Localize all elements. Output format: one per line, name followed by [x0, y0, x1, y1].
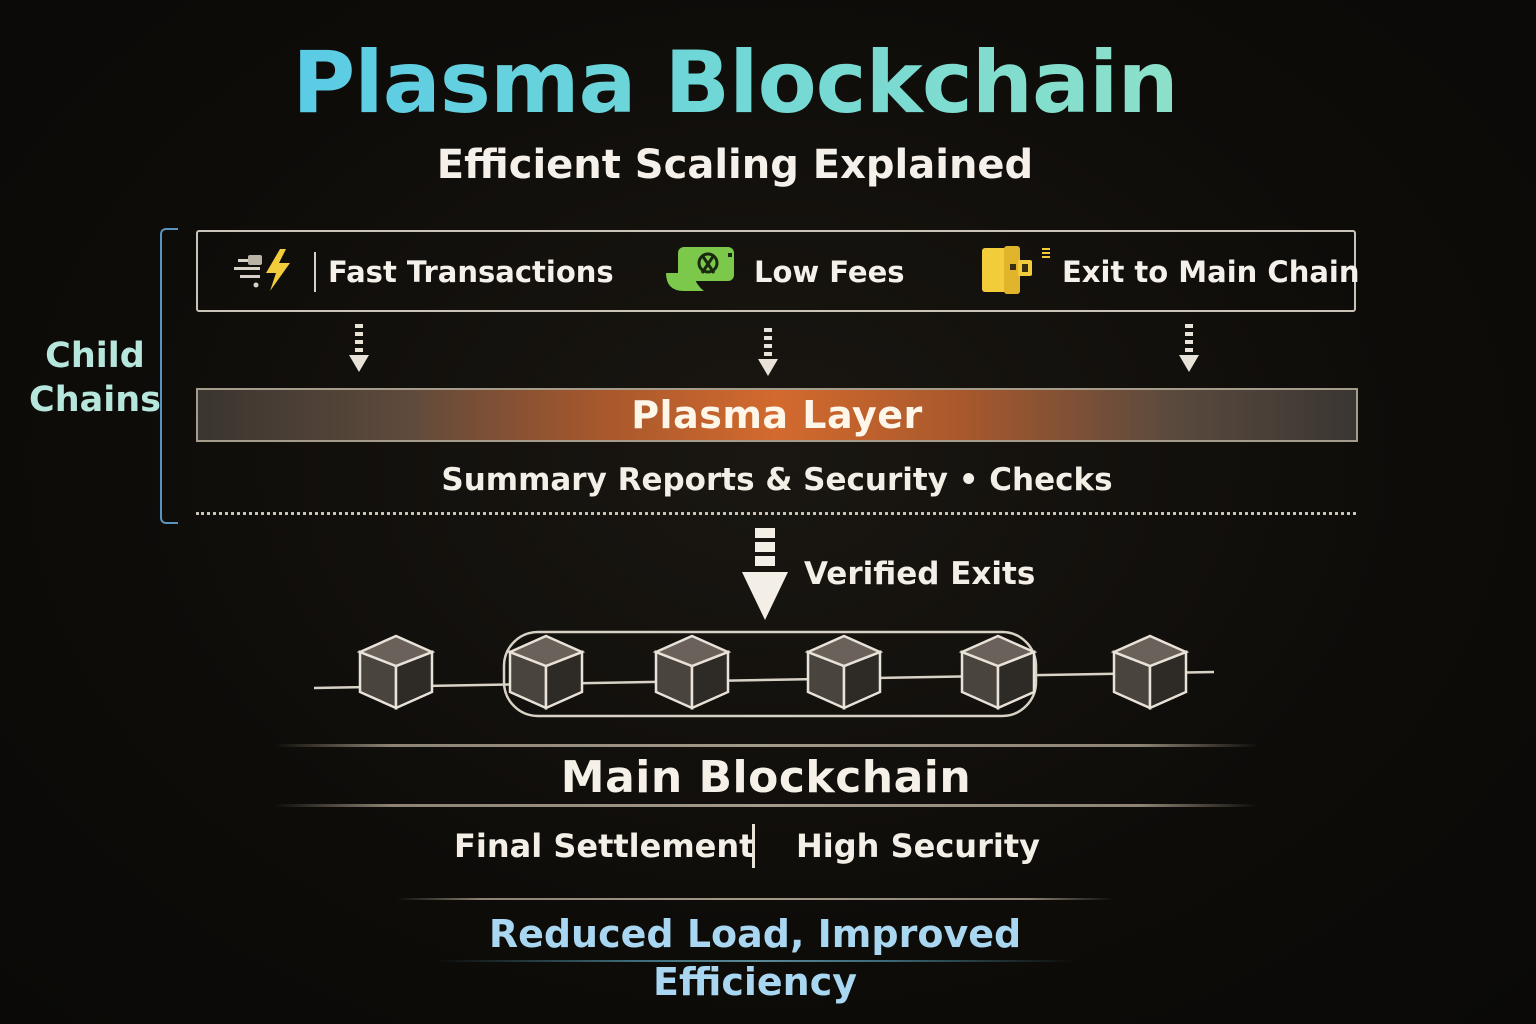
down-arrow-fees: [758, 328, 778, 376]
main-title-bottom-rule: [274, 804, 1258, 807]
feature-separator: [314, 252, 316, 292]
verified-exits-arrow: [742, 528, 788, 620]
plasma-layer-bar: Plasma Layer: [196, 388, 1358, 442]
high-security-label: High Security: [796, 827, 1040, 865]
block-cube: [804, 634, 884, 710]
final-settlement-label: Final Settlement: [454, 827, 755, 865]
fee-wallet-icon: [664, 243, 740, 301]
tagline-bottom-rule: [436, 960, 1076, 962]
chain-loop-outline: [502, 630, 1038, 718]
feature-fast-transactions: Fast Transactions: [234, 232, 614, 312]
block-cube: [958, 634, 1038, 710]
exit-door-icon: [980, 242, 1056, 302]
feature-low-fees: Low Fees: [664, 232, 905, 312]
plasma-layer-description: Summary Reports & Security • Checks: [441, 462, 1113, 498]
main-chain-blocks: [313, 630, 1215, 718]
feature-label: Fast Transactions: [328, 255, 614, 289]
diagram-subtitle: Efficient Scaling Explained: [436, 142, 1034, 188]
feature-exit-main-chain: Exit to Main Chain: [980, 232, 1360, 312]
down-arrow-exit: [1179, 324, 1199, 372]
child-chains-bracket: [160, 228, 178, 524]
block-cube: [1110, 634, 1190, 710]
child-chains-label-line2: Chains: [29, 380, 161, 420]
feature-label: Low Fees: [754, 255, 905, 289]
child-chains-label-line1: Child: [45, 336, 145, 376]
tagline-top-rule: [396, 898, 1114, 900]
diagram-title: Plasma Blockchain: [0, 28, 1470, 138]
lightning-icon: [234, 245, 304, 299]
child-chains-label: Child Chains: [20, 334, 170, 422]
verified-exits-label: Verified Exits: [804, 556, 1036, 592]
block-cube: [652, 634, 732, 710]
block-cube: [356, 634, 436, 710]
main-blockchain-title: Main Blockchain: [560, 752, 972, 803]
block-cube: [506, 634, 586, 710]
chain-link-line: [313, 670, 1215, 690]
down-arrow-fast: [349, 324, 369, 372]
settlement-separator: [752, 824, 755, 868]
features-box: Fast Transactions Low Fees: [196, 230, 1360, 312]
feature-label: Exit to Main Chain: [1062, 255, 1360, 289]
main-title-top-rule: [274, 744, 1258, 747]
layer-divider: [196, 512, 1356, 515]
tagline: Reduced Load, Improved Efficiency: [488, 912, 1022, 1004]
